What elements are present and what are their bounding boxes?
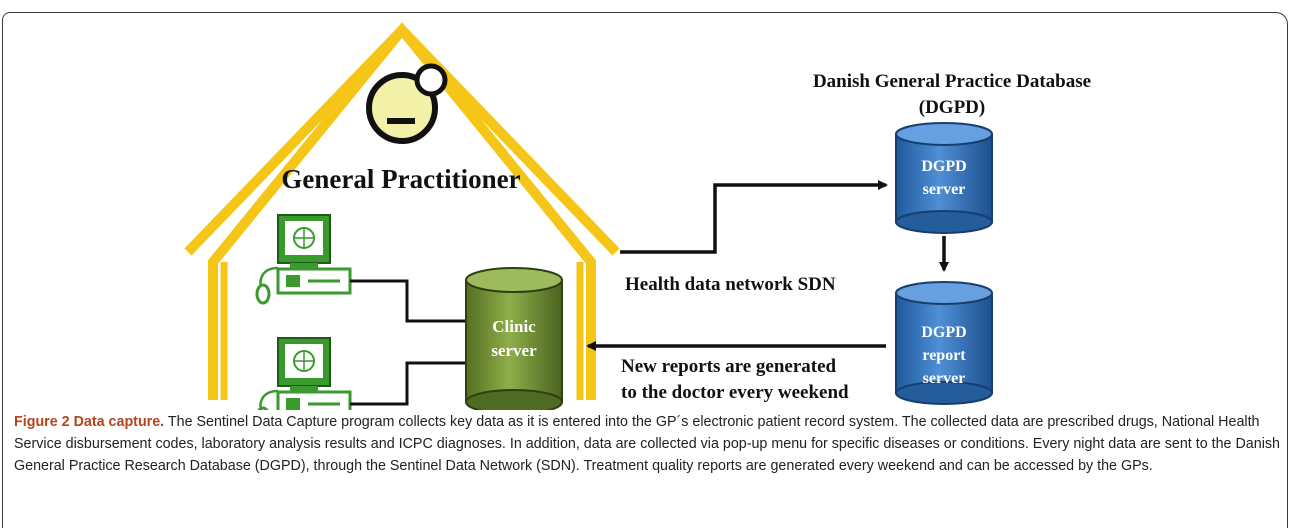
report-server-label-line2: report (922, 347, 966, 364)
caption-text: The Sentinel Data Capture program collec… (14, 414, 1280, 474)
figure-frame (2, 12, 1288, 528)
computer-icon (257, 337, 352, 410)
network-connection-arrow (620, 180, 888, 254)
figure-caption: Figure 2 Data capture. The Sentinel Data… (14, 412, 1282, 477)
practice-label: General Practitioner (281, 164, 520, 194)
dgpd-server-label-line1: DGPD (921, 158, 966, 175)
dgpd-report-server-cylinder: DGPD report server (895, 281, 993, 405)
dgpd-server-label-line2: server (923, 181, 966, 198)
network-label: Health data network SDN (625, 274, 836, 295)
computer-icon (255, 214, 352, 305)
data-capture-diagram: General Practitioner Cli (184, 22, 1091, 410)
report-server-label-line3: server (923, 370, 966, 387)
database-title-line2: (DGPD) (919, 97, 985, 118)
doctor-face-icon (366, 63, 448, 144)
clinic-server-cylinder: Clinic server (465, 267, 563, 410)
dgpd-server-cylinder: DGPD server (895, 122, 993, 234)
caption-title: Figure 2 Data capture. (14, 414, 165, 430)
database-title-line1: Danish General Practice Database (813, 71, 1091, 92)
computer-connectors (350, 279, 466, 406)
reports-label-line1: New reports are generated (621, 356, 837, 377)
clinic-server-label-line2: server (491, 341, 537, 360)
reports-label-line2: to the doctor every weekend (621, 382, 849, 403)
report-server-label-line1: DGPD (921, 324, 966, 341)
clinic-server-label-line1: Clinic (492, 317, 536, 336)
